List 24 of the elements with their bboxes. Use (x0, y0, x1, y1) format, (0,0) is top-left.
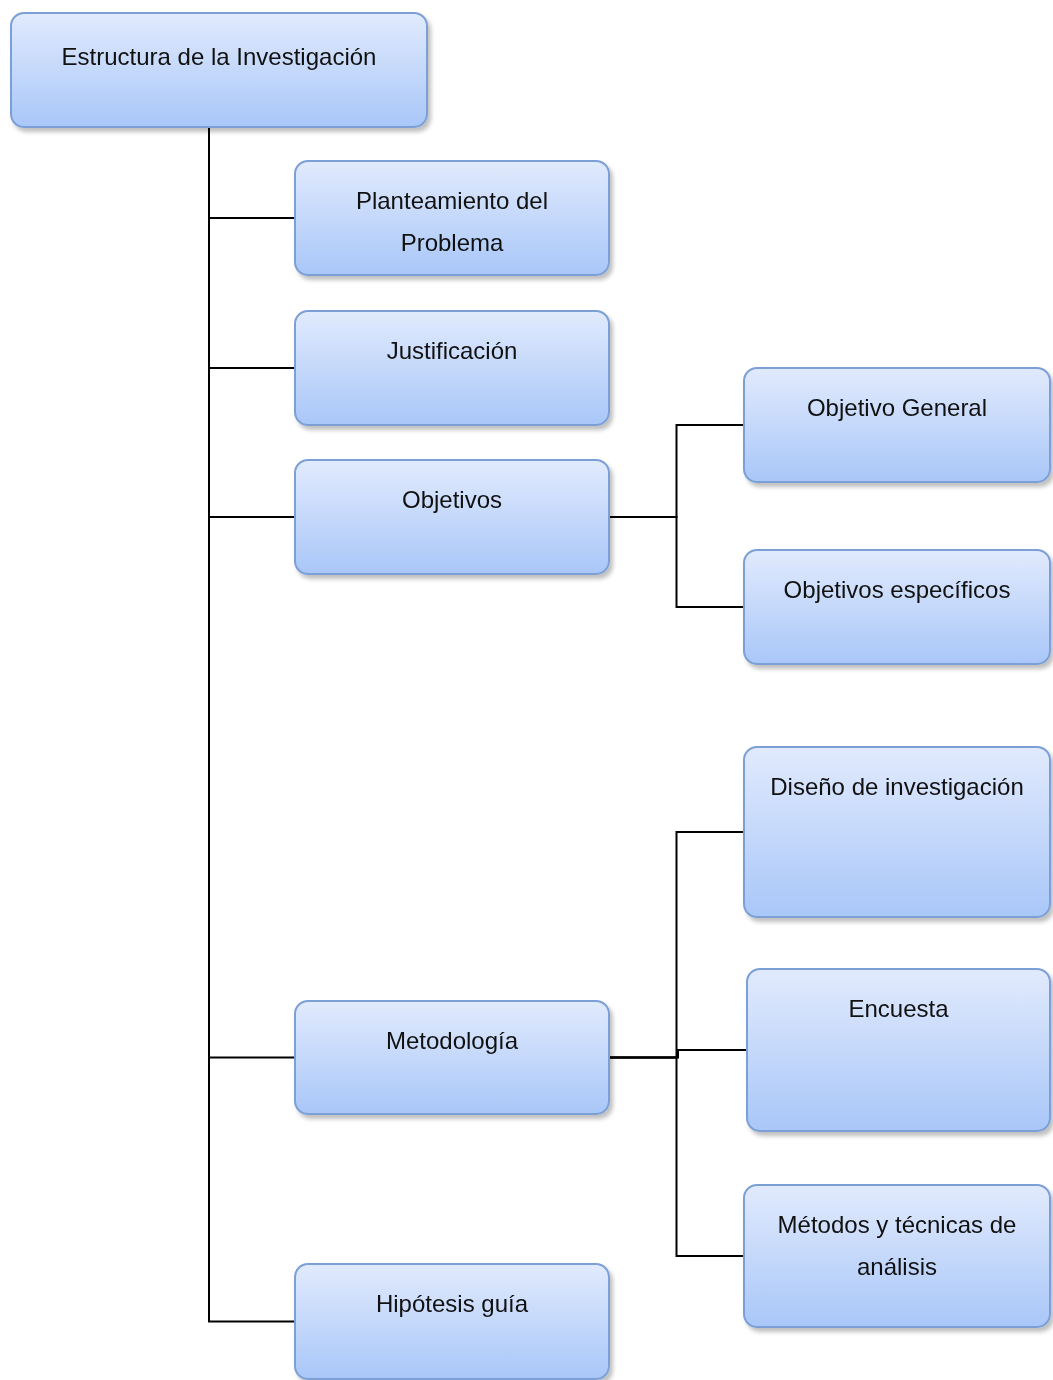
box-label: Metodología (385, 1027, 519, 1054)
box-label: Diseño de investigación (770, 773, 1024, 800)
process-box (10, 12, 428, 128)
process-box (294, 1263, 610, 1380)
process-box (746, 968, 1051, 1132)
process-box (743, 1184, 1051, 1328)
process-box (294, 160, 610, 276)
box-label: Hipótesis guía (375, 1290, 529, 1317)
process-box (294, 1000, 610, 1115)
box-label: Objetivo General (806, 394, 988, 421)
process-box (743, 367, 1051, 483)
box-label: Estructura de la Investigación (61, 43, 377, 70)
process-box (294, 459, 610, 575)
connector-line (609, 516, 744, 608)
box-label: Planteamiento del Problema (355, 187, 549, 256)
box-label: Objetivos (401, 486, 502, 513)
box-label: Encuesta (848, 995, 949, 1022)
connector-line (609, 1056, 744, 1257)
box-label: Justificación (386, 337, 518, 364)
process-box (743, 549, 1051, 665)
box-label: Métodos y técnicas de análisis (777, 1211, 1017, 1280)
process-box (743, 746, 1051, 918)
box-label: Objetivos específicos (783, 576, 1011, 603)
process-box (294, 310, 610, 426)
